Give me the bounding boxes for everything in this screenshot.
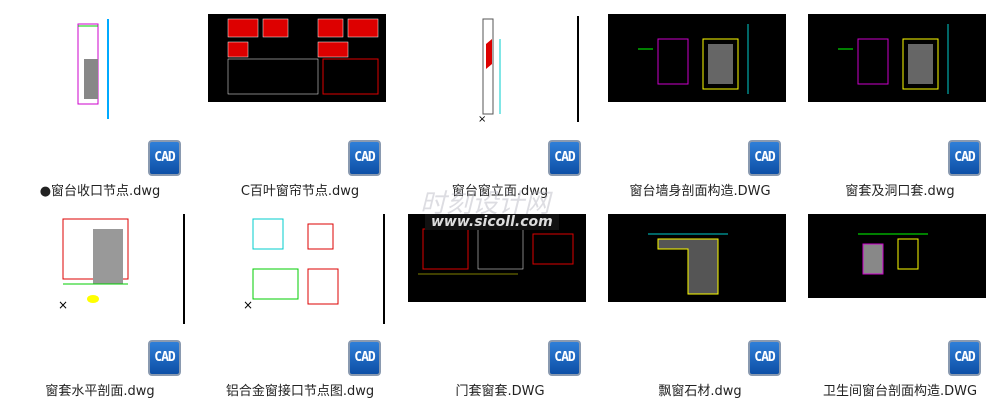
file-name: C百叶窗帘节点.dwg [240,184,360,199]
file-thumbnail [608,14,786,124]
cad-file-icon: CAD [948,340,981,376]
file-name: 飘窗石材.dwg [658,384,742,399]
file-thumbnail: × [8,214,186,324]
cad-file-icon: CAD [348,340,381,376]
cad-file-icon: CAD [548,140,581,176]
file-thumbnail: × [408,14,586,124]
file-name: 门套窗套.DWG [455,384,545,399]
file-name: 窗台墙身剖面构造.DWG [629,184,771,199]
cad-file-icon: CAD [348,140,381,176]
file-item[interactable]: × CAD 窗台窗立面.dwg [400,0,600,200]
file-name: 卫生间窗台剖面构造.DWG [822,384,978,399]
file-thumbnail [808,14,986,124]
file-item[interactable]: × CAD 窗套水平剖面.dwg [0,200,200,400]
file-item[interactable]: CAD 窗台墙身剖面构造.DWG [600,0,800,200]
file-name: ●窗台收口节点.dwg [39,184,161,199]
file-item[interactable]: × CAD 铝合金窗接口节点图.dwg [200,200,400,400]
svg-text:×: × [58,298,68,312]
file-name: 窗套及洞口套.dwg [845,184,955,199]
svg-text:×: × [478,114,486,124]
cad-file-icon: CAD [148,340,181,376]
file-item[interactable]: CAD ●窗台收口节点.dwg [0,0,200,200]
watermark-url: www.sicoll.com [425,214,559,230]
file-item[interactable]: CAD C百叶窗帘节点.dwg [200,0,400,200]
cad-file-icon: CAD [748,340,781,376]
cad-file-icon: CAD [548,340,581,376]
cad-file-icon: CAD [948,140,981,176]
file-thumbnail [608,214,786,324]
file-item[interactable]: CAD 卫生间窗台剖面构造.DWG [800,200,1000,400]
file-thumbnail [408,214,586,324]
file-name: 铝合金窗接口节点图.dwg [225,384,375,399]
file-item[interactable]: CAD 飘窗石材.dwg [600,200,800,400]
file-thumbnail [808,214,986,324]
cad-file-icon: CAD [148,140,181,176]
file-item[interactable]: CAD 窗套及洞口套.dwg [800,0,1000,200]
file-item[interactable]: CAD 门套窗套.DWG [400,200,600,400]
file-name: 窗台窗立面.dwg [451,184,549,199]
file-name: 窗套水平剖面.dwg [45,384,155,399]
file-thumbnail: × [208,214,386,324]
file-thumbnail [8,14,186,124]
cad-file-icon: CAD [748,140,781,176]
file-thumbnail [208,14,386,124]
svg-text:×: × [243,298,253,312]
